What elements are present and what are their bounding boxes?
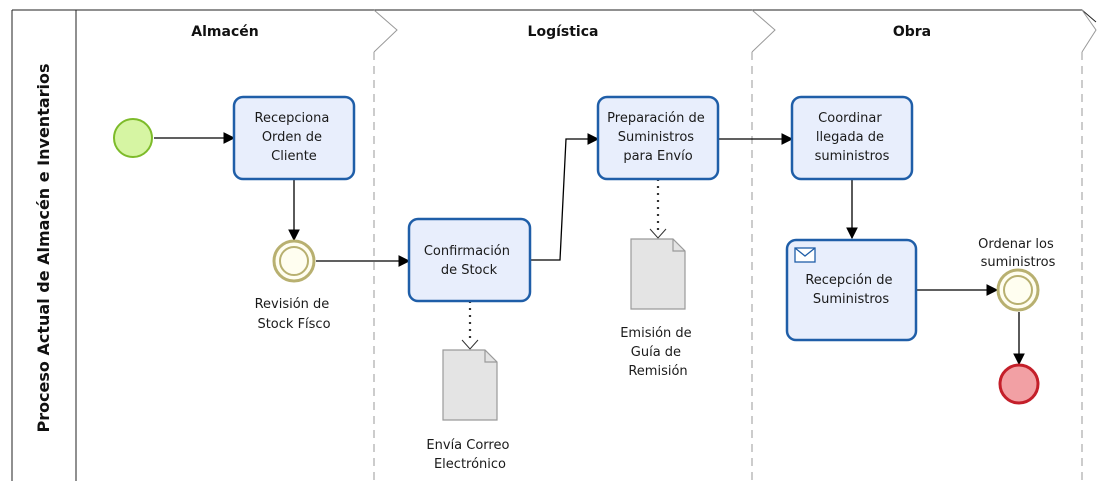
task-coordinar-llegada[interactable]: Coordinar llegada de suministros xyxy=(790,95,914,181)
document-label-guia-line-2: Guía de xyxy=(631,345,681,360)
task-coordinar-line-1: Coordinar xyxy=(818,111,882,126)
lane-separator-1 xyxy=(373,9,398,481)
document-label-correo-line-2: Electrónico xyxy=(434,457,506,472)
document-label-correo: Envía Correo Electrónico xyxy=(426,438,513,472)
start-event[interactable] xyxy=(113,118,153,158)
task-recepciona-line-2: Orden de xyxy=(262,130,322,145)
event-label-ordenar-line-1: Ordenar los xyxy=(978,237,1054,252)
event-label-revision-line-2: Stock Físco xyxy=(257,317,330,332)
event-label-ordenar-line-2: suministros xyxy=(981,255,1056,270)
document-icon-correo[interactable] xyxy=(442,349,498,421)
task-recepcion-suministros[interactable]: Recepción de Suministros xyxy=(785,238,918,342)
task-recepciona-line-3: Cliente xyxy=(271,149,317,164)
task-coordinar-line-2: llegada de xyxy=(816,130,884,145)
task-preparacion-suministros[interactable]: Preparación de Suministros para Envío xyxy=(596,95,720,181)
task-preparacion-line-1: Preparación de xyxy=(607,111,705,126)
svg-text:Coordinar llegada de: Coordinar llegada de suministros xyxy=(815,111,890,164)
association-correo-arrowhead xyxy=(461,339,479,350)
sequence-flows xyxy=(154,132,1025,366)
task-confirmacion-stock[interactable]: Confirmación de Stock xyxy=(407,217,532,303)
document-label-guia: Emisión de Guía de Remisión xyxy=(620,326,696,379)
pool: Proceso Actual de Almacén e Inventarios xyxy=(11,9,1097,481)
end-event[interactable] xyxy=(998,363,1040,405)
svg-text:Recepción de Suministros: Recepción de Suministros xyxy=(805,273,896,307)
flow-confirmacion-to-preparacion xyxy=(531,133,600,261)
task-recepcion-line-2: Suministros xyxy=(813,292,890,307)
envelope-icon xyxy=(794,247,816,263)
association-guia-arrowhead xyxy=(649,228,667,239)
svg-text:Preparación de Suministr: Preparación de Suministros para Envío xyxy=(607,111,709,164)
intermediate-event-ordenar[interactable] xyxy=(996,268,1040,312)
lane-separator-3 xyxy=(1081,9,1097,481)
document-label-guia-line-3: Remisión xyxy=(628,364,687,379)
document-icon-guia[interactable] xyxy=(630,238,686,310)
lane-label-obra: Obra xyxy=(893,24,931,40)
task-preparacion-line-3: para Envío xyxy=(623,149,692,164)
svg-text:Confirmación de Stock: Confirmación de Stock xyxy=(424,244,514,278)
document-label-correo-line-1: Envía Correo xyxy=(426,438,509,453)
data-associations xyxy=(468,179,660,343)
task-coordinar-line-3: suministros xyxy=(815,149,890,164)
task-recepcion-line-1: Recepción de xyxy=(805,273,892,288)
intermediate-event-revision[interactable] xyxy=(272,239,316,283)
task-recepciona-line-1: Recepciona xyxy=(255,111,330,126)
event-label-revision-line-1: Revisión de xyxy=(255,297,330,312)
lane-label-logistica: Logística xyxy=(528,24,599,40)
event-label-ordenar: Ordenar los suministros xyxy=(978,237,1058,270)
task-confirmacion-line-1: Confirmación xyxy=(424,244,510,259)
svg-text:Recepciona Orden de: Recepciona Orden de Cliente xyxy=(255,111,334,164)
lane-headers: Almacén Logística Obra xyxy=(191,9,1097,481)
document-label-guia-line-1: Emisión de xyxy=(620,326,691,341)
task-confirmacion-line-2: de Stock xyxy=(441,263,498,278)
event-label-revision: Revisión de Stock Físco xyxy=(255,297,334,332)
pool-title: Proceso Actual de Almacén e Inventarios xyxy=(34,63,53,432)
task-recepciona-orden[interactable]: Recepciona Orden de Cliente xyxy=(232,95,356,181)
task-preparacion-line-2: Suministros xyxy=(618,130,695,145)
lane-label-almacen: Almacén xyxy=(191,24,258,40)
lane-separator-2 xyxy=(751,9,776,481)
